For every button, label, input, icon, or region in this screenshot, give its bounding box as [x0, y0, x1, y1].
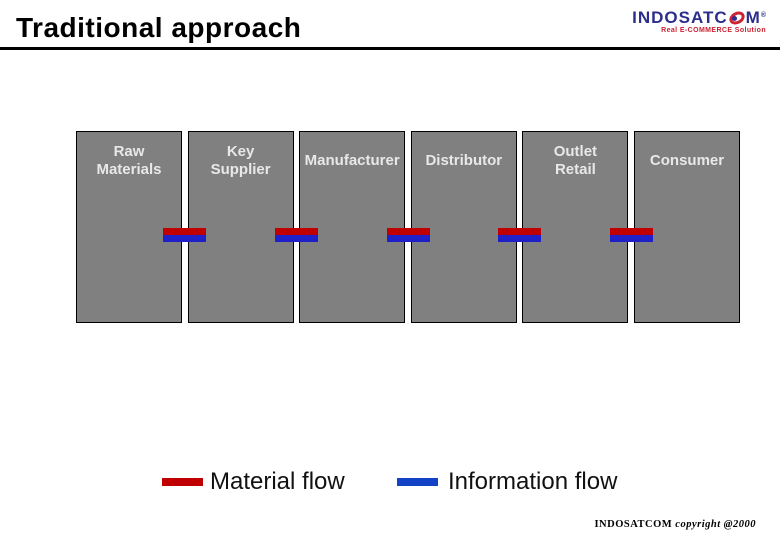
logo-text-post: M	[745, 8, 761, 27]
legend-label: Information flow	[448, 468, 618, 495]
information-flow-bar	[498, 235, 542, 242]
chain-box-label-distributor: Distributor	[425, 152, 503, 169]
chain-box-label-manufacturer: Manufacturer	[304, 152, 400, 169]
information-flow-bar	[163, 235, 207, 242]
copyright-footer: INDOSATCOM copyright @2000	[594, 519, 756, 530]
material-flow-bar	[386, 228, 430, 235]
logo-wordmark: INDOSATC M®	[632, 8, 766, 27]
title-underline	[0, 47, 780, 50]
chain-box-manufacturer: Manufacturer	[299, 131, 406, 323]
flow-connector	[498, 228, 542, 242]
logo-text-pre: INDOSATC	[632, 8, 728, 27]
information-flow-bar	[274, 235, 318, 242]
flow-connector	[163, 228, 207, 242]
material-flow-bar	[163, 228, 207, 235]
legend-label: Material flow	[210, 468, 345, 495]
flow-connector	[274, 228, 318, 242]
registered-mark: ®	[760, 12, 766, 19]
material-flow-bar	[274, 228, 318, 235]
chain-box-consumer: Consumer	[634, 131, 740, 323]
chain-box-label-key-supplier: Key Supplier	[210, 143, 271, 178]
chain-box-label-consumer: Consumer	[649, 152, 725, 169]
footer-note: copyright @2000	[675, 519, 756, 530]
information-flow-bar	[386, 235, 430, 242]
chain-box-label-raw-materials: Raw Materials	[96, 143, 162, 178]
legend-swatch	[397, 478, 438, 486]
indosatcom-logo: INDOSATC M® Real E-COMMERCE Solution	[632, 9, 766, 34]
chain-box-outlet-retail: Outlet Retail	[522, 131, 629, 323]
chain-box-distributor: Distributor	[410, 131, 517, 323]
legend-swatch	[162, 478, 203, 486]
chain-box-raw-materials: Raw Materials	[76, 131, 182, 323]
footer-brand: INDOSATCOM	[594, 519, 673, 530]
flow-connector	[609, 228, 653, 242]
information-flow-bar	[609, 235, 653, 242]
material-flow-bar	[609, 228, 653, 235]
flow-connector	[386, 228, 430, 242]
comet-o-icon	[729, 12, 745, 24]
page-title: Traditional approach	[16, 12, 302, 43]
logo-tagline: Real E-COMMERCE Solution	[661, 27, 766, 34]
chain-box-key-supplier: Key Supplier	[187, 131, 294, 323]
chain-box-label-outlet-retail: Outlet Retail	[553, 143, 598, 178]
material-flow-bar	[498, 228, 542, 235]
